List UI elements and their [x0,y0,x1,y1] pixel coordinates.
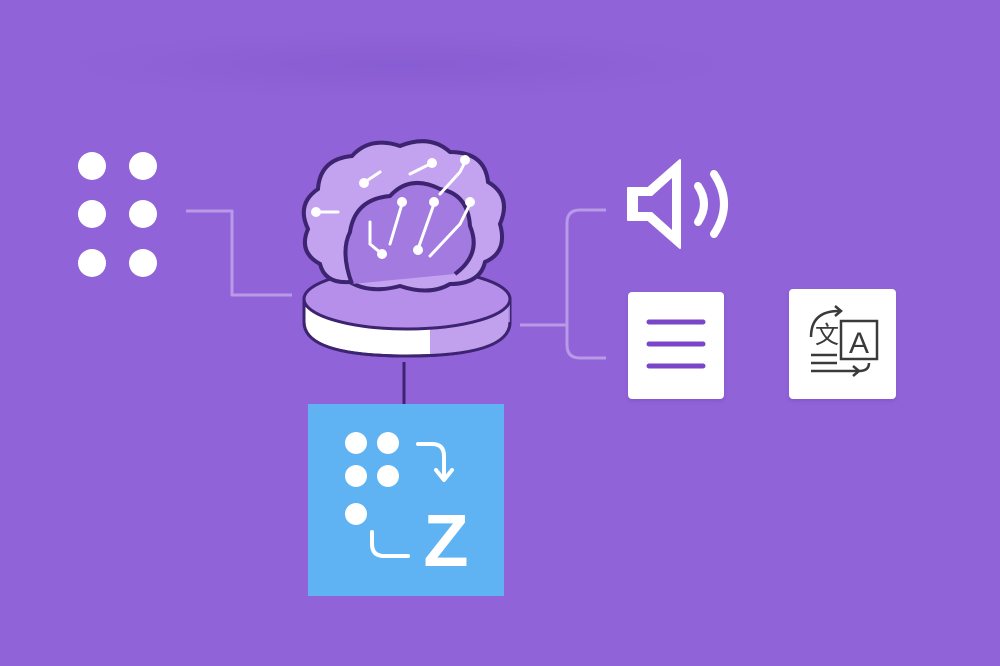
speaker-icon [627,159,728,249]
text-output-card [628,292,724,399]
braille-six-dot-icon [78,152,157,277]
text-lines-icon [646,319,706,369]
translate-latin-letter: A [849,327,869,360]
translate-output-card: A 文 [789,289,896,399]
translate-glyph: 文 [815,321,839,349]
braille-card-letter: Z [423,499,468,582]
braille-to-text-card: Z [308,404,504,596]
braille-to-text-icon: Z [345,432,469,582]
connector-right-branch [520,208,606,360]
brain-on-disc-icon [301,139,512,358]
connector-left [186,209,292,297]
brain-icon [301,139,506,293]
translate-icon: A 文 [809,305,879,377]
